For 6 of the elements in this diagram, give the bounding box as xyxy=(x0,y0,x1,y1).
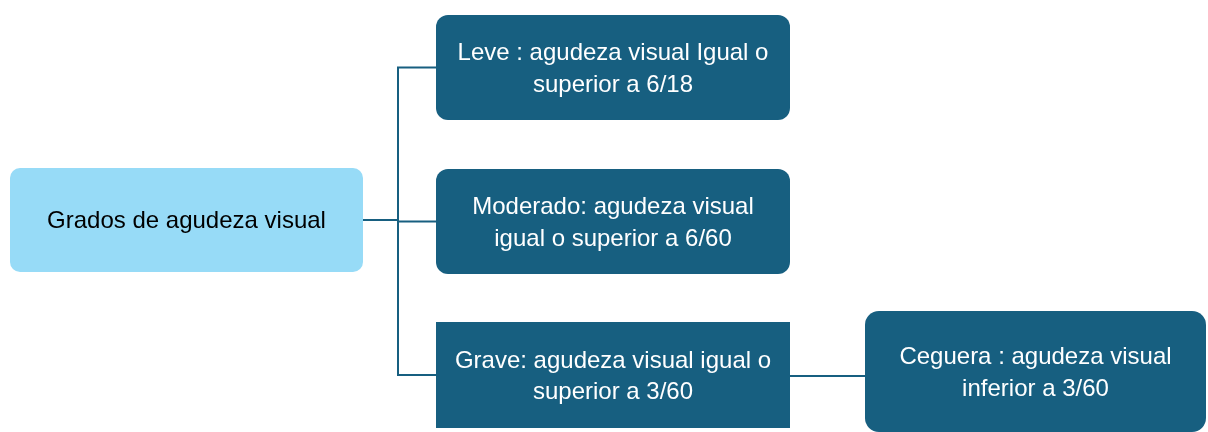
category-box: Ceguera : agudeza visual inferior a 3/60 xyxy=(865,311,1206,432)
root-box: Grados de agudeza visual xyxy=(10,168,363,272)
category-box: Grave: agudeza visual igual o superior a 3/60 xyxy=(436,322,790,428)
category-box: Moderado: agudeza visual igual o superior a 6/60 xyxy=(436,169,790,274)
category-box: Leve : agudeza visual Igual o superior a 6/18 xyxy=(436,15,790,120)
connector-line xyxy=(789,375,866,377)
